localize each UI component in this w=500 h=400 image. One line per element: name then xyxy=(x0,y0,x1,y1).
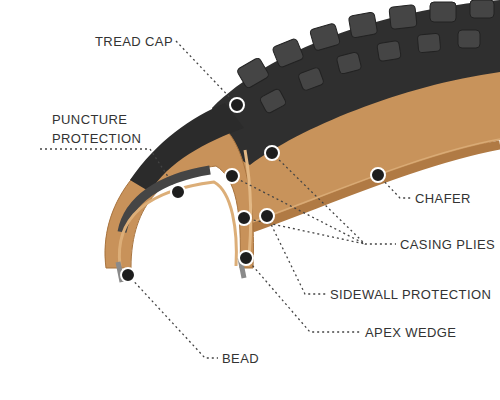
part-label: CASING PLIES xyxy=(400,235,495,254)
chafer-band xyxy=(252,145,500,228)
part-label: PUNCTURE PROTECTION xyxy=(52,110,162,148)
tread-body xyxy=(212,0,500,165)
part-label: CHAFER xyxy=(415,189,471,208)
callout-dots xyxy=(121,98,385,282)
chafer-edge xyxy=(252,139,500,222)
part-label: APEX WEDGE xyxy=(365,323,456,342)
part-label: SIDEWALL PROTECTION xyxy=(330,285,491,304)
leader-lines xyxy=(40,41,411,358)
part-label: BEAD xyxy=(222,349,259,368)
inner-ply xyxy=(119,182,236,266)
sidewall-ply xyxy=(245,150,251,266)
part-label: TREAD CAP xyxy=(95,32,173,51)
puncture-layer xyxy=(122,170,210,232)
tread-knobs xyxy=(236,0,494,114)
